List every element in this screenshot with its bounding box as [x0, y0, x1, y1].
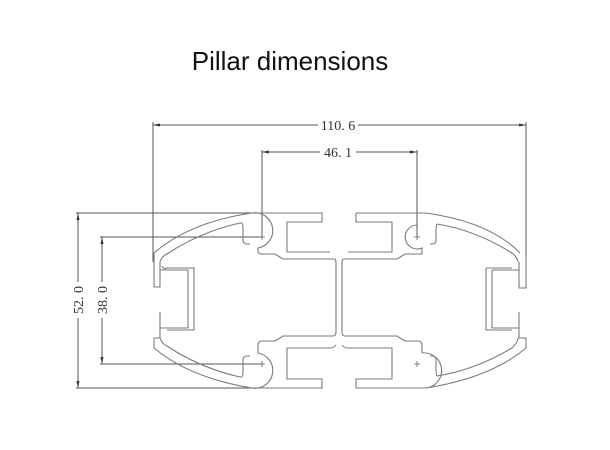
overall-width-label: 110. 6	[321, 119, 355, 134]
pillar-profile	[153, 212, 527, 389]
dimension-slot-center-width: 46. 1	[261, 146, 418, 237]
dimension-slot-center-height: 38. 0	[96, 236, 262, 365]
dimension-overall-width: 110. 6	[152, 119, 527, 262]
slot-center-height-label: 38. 0	[96, 286, 111, 314]
page-title: Pillar dimensions	[191, 46, 389, 76]
slot-center-width-label: 46. 1	[324, 146, 352, 161]
overall-height-label: 52. 0	[72, 286, 87, 314]
dimension-overall-height: 52. 0	[72, 212, 258, 389]
